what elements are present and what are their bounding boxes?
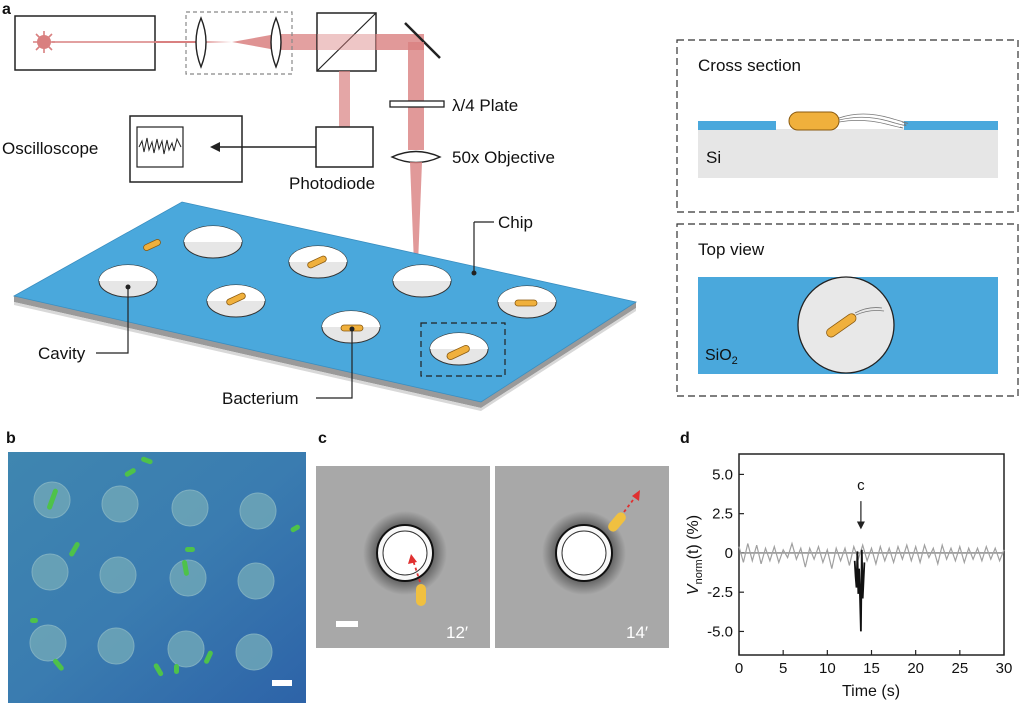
y-tick-label: 0 (725, 545, 733, 562)
inset-top-view: Top view SiO2 (676, 223, 1019, 397)
bacterium-leader (316, 329, 353, 399)
top-view-label: Top view (698, 240, 765, 259)
x-tick-label: 10 (819, 660, 836, 677)
y-tick-label: -2.5 (707, 584, 733, 601)
image-14-cavity-inner (561, 530, 607, 576)
cavity-3 (98, 264, 158, 298)
beam-segment-2 (276, 34, 317, 50)
x-tick-label: 30 (996, 660, 1013, 677)
cavity-leader (96, 287, 129, 354)
panel-d-letter: d (680, 430, 690, 447)
sio2-label: SiO2 (705, 347, 738, 367)
annotation-arrowhead (856, 521, 865, 530)
annotation-label: c (857, 477, 865, 494)
x-tick-label: 25 (951, 660, 968, 677)
micrograph-bacteria (30, 456, 300, 677)
bacterium-label: Bacterium (222, 389, 299, 408)
lens-2-icon (270, 16, 282, 69)
objective-lens-icon (390, 150, 442, 164)
scale-bar-b (272, 680, 292, 686)
cavity-1 (183, 225, 243, 259)
x-tick-label: 20 (907, 660, 924, 677)
cavities (98, 225, 557, 366)
cross-section-label: Cross section (698, 56, 801, 75)
photodiode-label: Photodiode (289, 174, 375, 193)
bacteria (143, 239, 538, 360)
x-tick-label: 15 (863, 660, 880, 677)
series-line-2 (853, 549, 866, 632)
beam-expander-box (185, 11, 293, 75)
x-axis-label: Time (s) (842, 683, 900, 700)
photodiode-box (315, 126, 374, 168)
panel-b-letter: b (6, 430, 16, 447)
x-axis-ticks: 0 5 10 15 20 25 30 (735, 650, 1013, 677)
lens-1-icon (195, 16, 207, 69)
image-14-time: 14′ (626, 623, 648, 642)
bacterium-4 (514, 299, 538, 307)
beam-segment-4 (408, 42, 424, 150)
bacterium-2 (307, 255, 327, 269)
annotation-layer: c (856, 477, 865, 530)
oscilloscope-label: Oscilloscope (2, 139, 98, 158)
image-14-arrowhead (632, 490, 640, 501)
micrograph-cavities (29, 481, 277, 671)
y-tick-label: 2.5 (712, 506, 733, 523)
panel-a-letter: a (2, 1, 11, 18)
oscilloscope-trace-icon (138, 137, 182, 155)
cross-section-bacterium (788, 111, 840, 131)
signal-arrowhead (210, 142, 220, 152)
y-axis-label: Vnorm(t) (%) (685, 515, 705, 595)
panel-d: d 0 5 10 15 20 25 30 5.0 2.5 0 -2.5 -5.0 c Time (s… (680, 430, 1012, 700)
quarter-wave-plate-label: λ/4 Plate (452, 96, 518, 115)
objective-label: 50x Objective (452, 148, 555, 167)
beam-expansion (200, 34, 276, 50)
y-tick-label: -5.0 (707, 623, 733, 640)
chip-leader-dot (471, 270, 477, 276)
sio2-layer-left (698, 121, 776, 130)
mirror-icon (404, 22, 441, 59)
cavity-label: Cavity (38, 344, 86, 363)
inset-cross-section: Cross section Si (676, 39, 1019, 213)
bacterium-3 (226, 292, 246, 306)
flagella-icon (838, 113, 909, 129)
y-tick-label: 5.0 (712, 466, 733, 483)
cavity-4 (392, 264, 452, 298)
cavity-7 (321, 310, 381, 344)
bacterium-1 (143, 239, 161, 251)
cross-section-frame (676, 39, 1019, 213)
bacterium-6 (446, 344, 470, 360)
x-tick-label: 5 (779, 660, 787, 677)
series-layer (738, 541, 1005, 632)
image-12-cavity-inner (382, 530, 428, 576)
plot-frame (738, 453, 1005, 656)
panel-c-letter: c (318, 430, 327, 447)
chip-label: Chip (498, 213, 533, 232)
highlight-box (420, 322, 506, 377)
panel-b: b (6, 430, 306, 703)
return-beam (339, 71, 350, 127)
image-12-bacterium (416, 584, 426, 606)
x-tick-label: 0 (735, 660, 743, 677)
sio2-layer-right (904, 121, 998, 130)
top-view-bacterium (826, 313, 857, 338)
image-12-arrowhead (408, 554, 417, 564)
beam-in-splitter (317, 34, 376, 50)
image-12-time: 12′ (446, 623, 468, 642)
laser-source-icon (33, 31, 55, 53)
scale-bar-c (336, 621, 358, 627)
image-14-bacterium (608, 512, 626, 532)
series-line-1 (738, 541, 1005, 569)
laser-box (14, 15, 156, 71)
panel-a: a λ/4 Plate (2, 1, 638, 411)
quarter-wave-plate (389, 100, 445, 108)
si-substrate (698, 129, 998, 178)
beam-splitter-diagonal (316, 12, 377, 72)
beam-focus (410, 162, 422, 290)
top-view-flagella-icon (854, 307, 885, 316)
si-label: Si (706, 148, 721, 167)
image-12-trajectory (412, 559, 421, 583)
top-view-frame (676, 223, 1019, 397)
panel-c: c 12′ 14′ (316, 430, 669, 648)
